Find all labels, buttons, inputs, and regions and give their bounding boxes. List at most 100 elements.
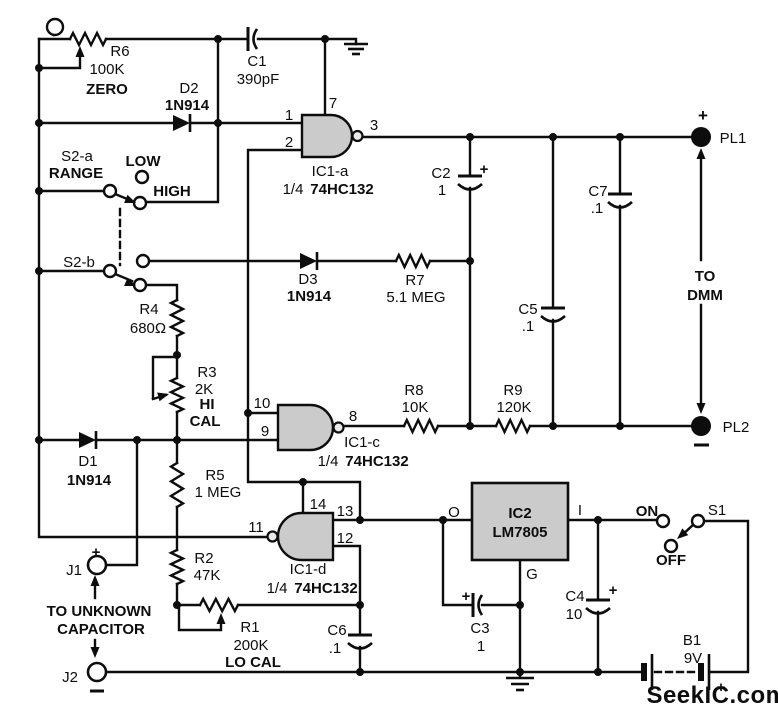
junction-dot <box>214 35 222 43</box>
label-1: 1 <box>438 182 446 199</box>
nand-gate-IC1-c <box>276 403 335 452</box>
plug-terminal <box>691 127 711 147</box>
arrowhead <box>124 277 136 287</box>
label-r9: R9 <box>503 382 522 399</box>
label-74hc132: 74HC132 <box>345 453 408 470</box>
label-2: 2 <box>285 134 293 151</box>
arrowhead <box>75 46 85 57</box>
junction-dot <box>321 35 329 43</box>
arrowhead <box>90 575 100 586</box>
arrowhead <box>216 613 226 624</box>
wire <box>104 438 139 567</box>
label-10: 10 <box>254 395 271 412</box>
junction-dot <box>594 516 602 524</box>
junction-dot <box>214 119 222 127</box>
junction-dot <box>35 119 43 127</box>
label-ic1-a: IC1-a <box>312 163 349 180</box>
resistor-R6 <box>68 30 108 48</box>
junction-dot <box>356 601 364 609</box>
junction-dot <box>466 422 474 430</box>
label-ic1-d: IC1-d <box>290 561 327 578</box>
wire <box>177 605 223 632</box>
label-10k: 10K <box>402 399 429 416</box>
resistor-R4 <box>168 298 186 338</box>
label-c6: C6 <box>327 622 346 639</box>
plug-terminal <box>691 416 711 436</box>
junction-dot <box>173 436 181 444</box>
label-s2-a: S2-a <box>61 148 93 165</box>
label-c7: C7 <box>588 183 607 200</box>
resistor-R1 <box>198 596 240 614</box>
label-1n914: 1N914 <box>165 97 210 114</box>
label-c4: C4 <box>565 588 584 605</box>
label-1-4: 1/4 <box>283 181 304 198</box>
label-r7: R7 <box>405 272 424 289</box>
label-r4: R4 <box>139 301 158 318</box>
junction-dot <box>35 64 43 72</box>
arrowhead <box>157 392 169 402</box>
junction-dot <box>35 187 43 195</box>
label-low: LOW <box>126 153 162 170</box>
label-high: HIGH <box>153 183 191 200</box>
label-8: 8 <box>349 408 357 425</box>
label-14: 14 <box>310 496 327 513</box>
label-b1: B1 <box>683 632 701 649</box>
capacitor-C3-curved-plate <box>477 594 484 616</box>
resistor-R9 <box>494 417 532 435</box>
label-2k: 2K <box>195 381 213 398</box>
arrowhead <box>90 647 100 658</box>
nand-gate-IC1-a-bubble <box>351 129 364 143</box>
label-r5: R5 <box>205 467 224 484</box>
label-c3: C3 <box>470 620 489 637</box>
label-zero: ZERO <box>86 81 128 98</box>
label-r8: R8 <box>404 382 423 399</box>
label-680-: 680Ω <box>130 320 166 337</box>
label-pl2: PL2 <box>723 419 750 436</box>
junction-dot <box>516 668 524 676</box>
wire <box>256 37 358 46</box>
nand-gate-IC1-a <box>300 113 354 159</box>
label-i: I <box>578 502 582 519</box>
label-7: 7 <box>329 95 337 112</box>
label-11: 11 <box>248 519 264 536</box>
label-d3: D3 <box>298 271 317 288</box>
label-capacitor: CAPACITOR <box>57 621 145 638</box>
label-d2: D2 <box>179 80 198 97</box>
capacitor-C2-curved-plate <box>457 183 483 191</box>
junction-dot <box>439 516 447 524</box>
label-j1: J1 <box>66 562 82 579</box>
switch-contact <box>102 183 118 199</box>
resistor-R3 <box>168 376 186 414</box>
jack-terminal <box>86 554 108 576</box>
label-10: 10 <box>566 606 583 623</box>
arrowhead <box>696 403 706 414</box>
label-+: + <box>609 582 618 599</box>
wire <box>37 50 82 70</box>
label-c5: C5 <box>518 301 537 318</box>
label-c1: C1 <box>247 53 266 70</box>
nand-gate-IC1-c-bubble <box>332 421 345 434</box>
diode-D2 <box>173 115 190 131</box>
diode-D1 <box>79 432 96 448</box>
label-47k: 47K <box>194 567 221 584</box>
label-13: 13 <box>337 503 354 520</box>
label-+: + <box>698 106 708 125</box>
switch-contact <box>655 513 671 529</box>
label-120k: 120K <box>496 399 531 416</box>
capacitor-C5-curved-plate <box>540 315 566 323</box>
label-1n914: 1N914 <box>67 472 112 489</box>
junction-dot <box>173 601 181 609</box>
regulator-box-IC2 <box>470 481 570 562</box>
switch-contact <box>102 263 118 279</box>
switch-contact <box>134 169 150 185</box>
capacitor-C4-curved-plate <box>585 607 611 615</box>
label-100k: 100K <box>89 61 124 78</box>
label-to: TO <box>695 268 716 285</box>
label-to-unknown: TO UNKNOWN <box>47 603 152 620</box>
junction-dot <box>466 133 474 141</box>
label-ic2: IC2 <box>508 505 531 522</box>
label-9: 9 <box>261 423 269 440</box>
label-9v: 9V <box>684 650 702 667</box>
label-r1: R1 <box>240 619 259 636</box>
